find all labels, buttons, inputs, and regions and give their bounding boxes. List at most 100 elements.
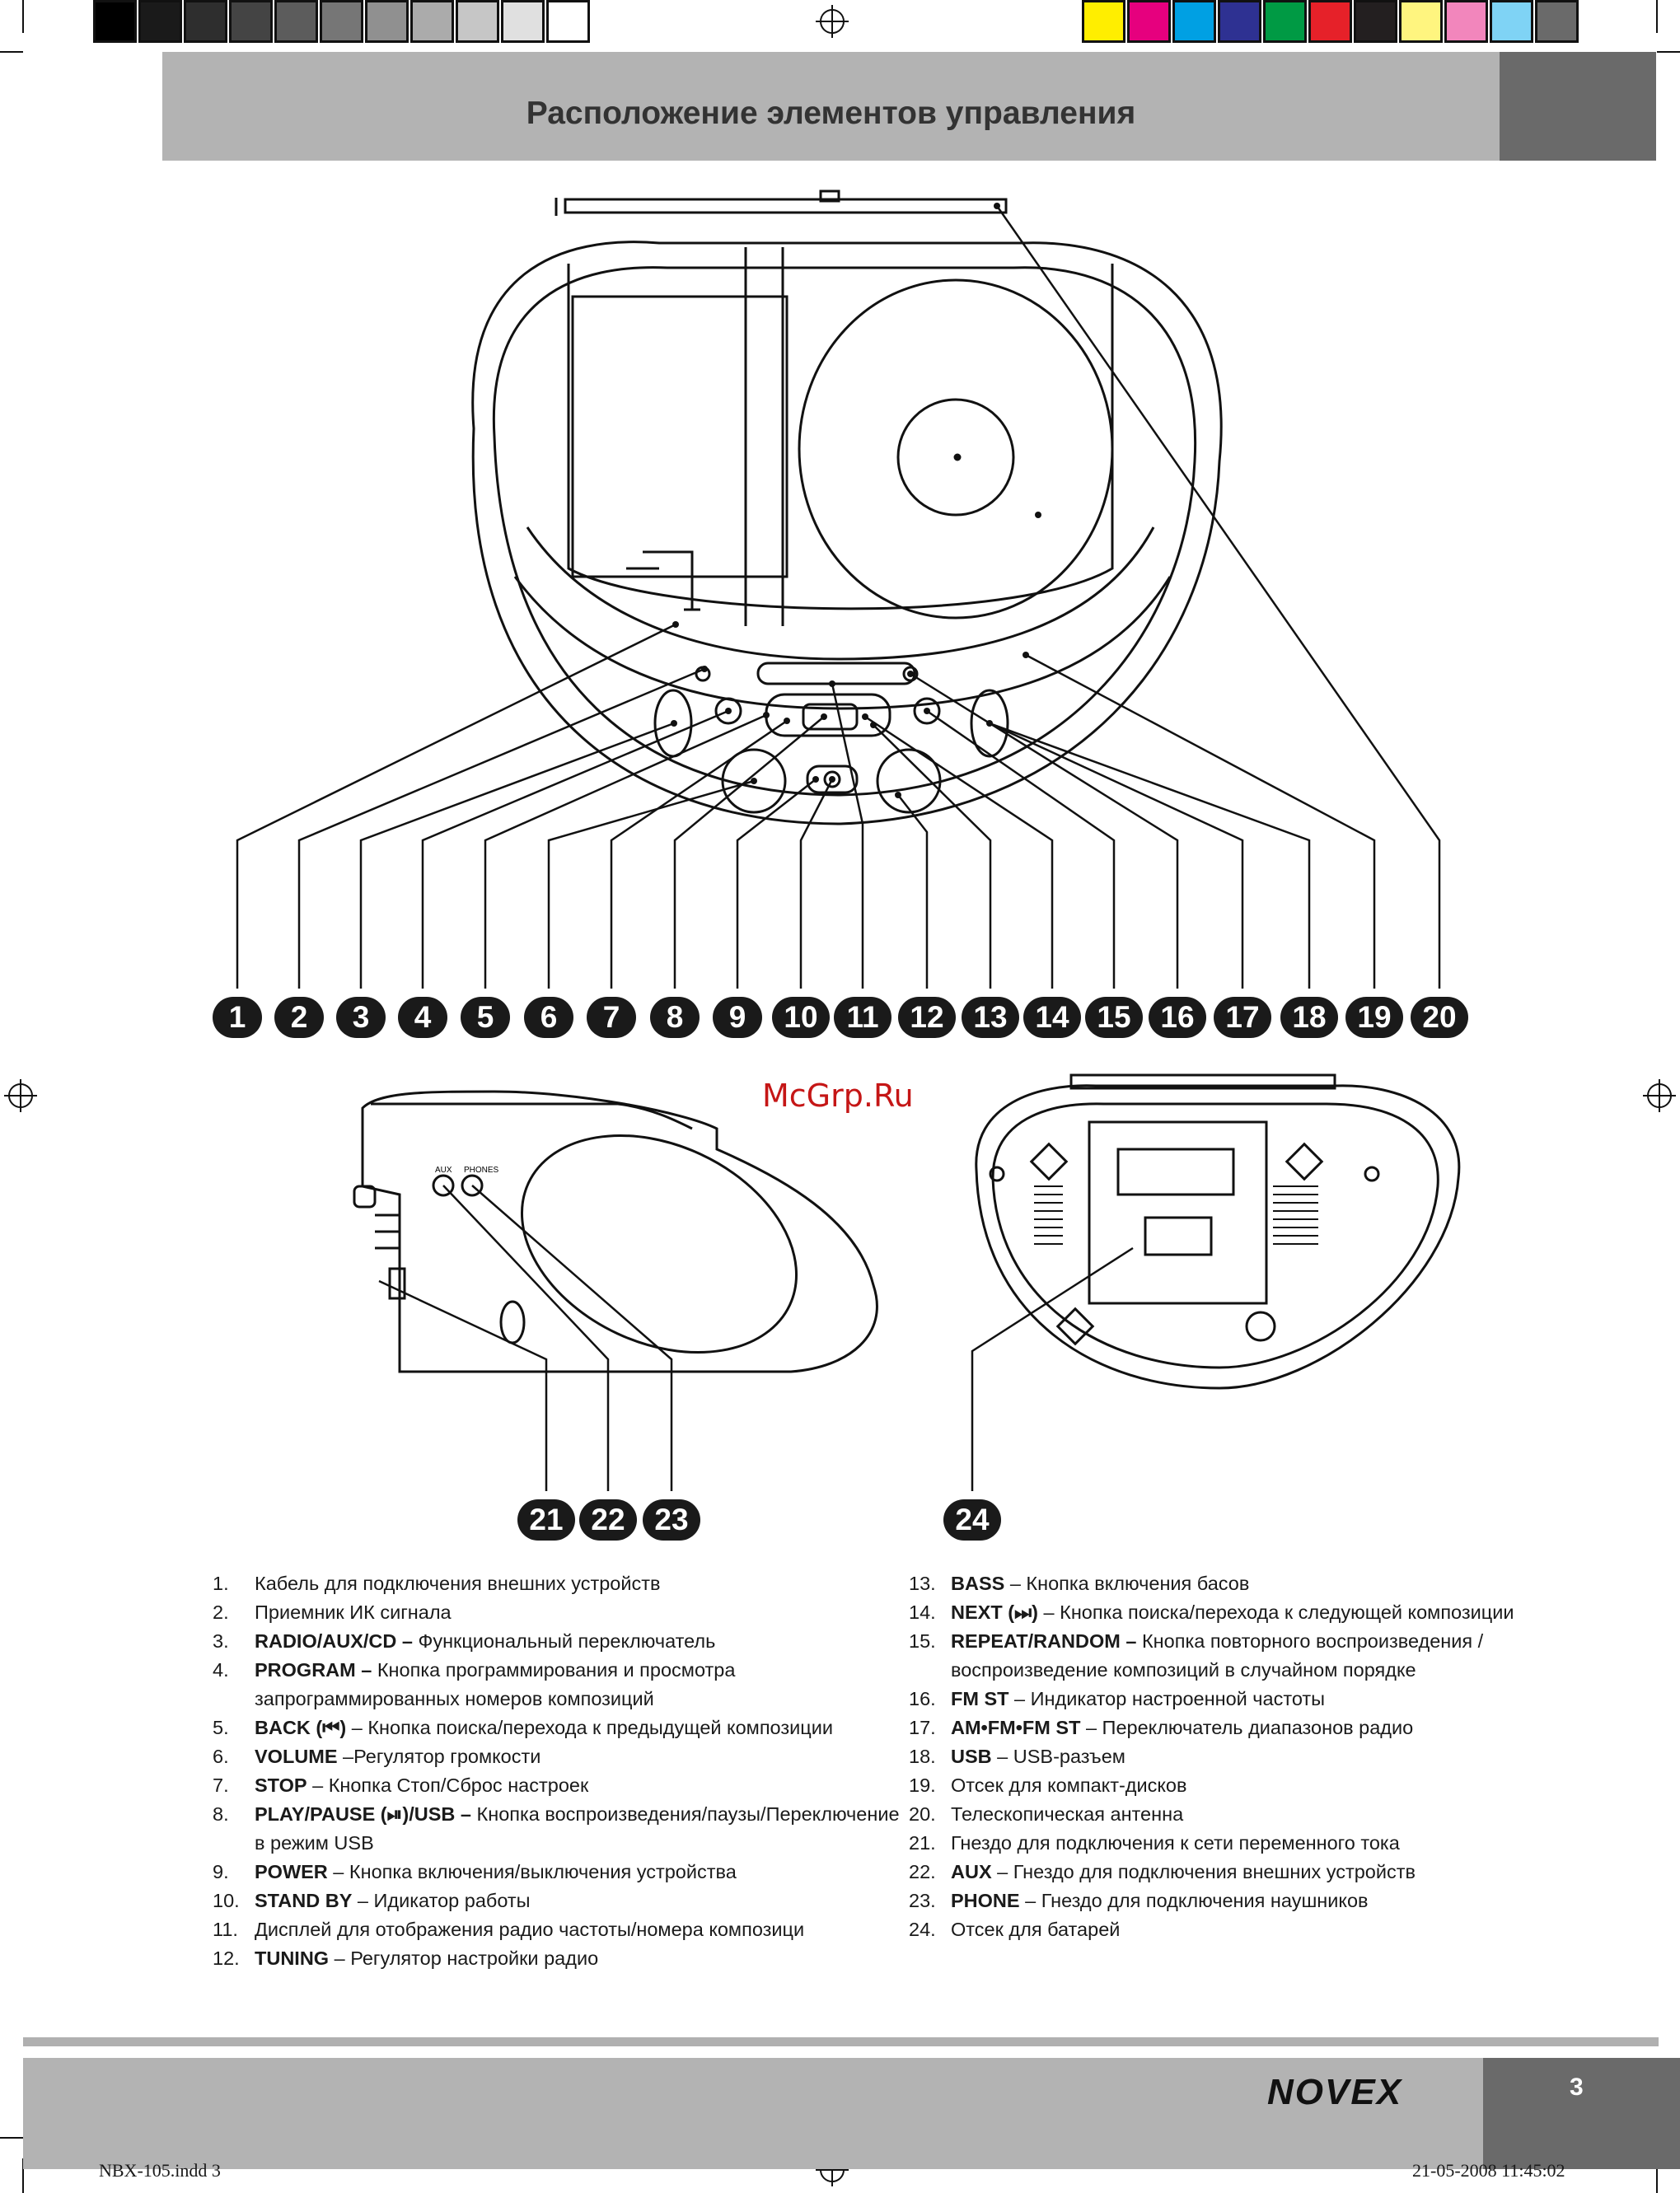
grayscale-calibration-bar bbox=[93, 0, 592, 48]
callout-badge-23: 23 bbox=[643, 1499, 700, 1541]
legend-description: – Кнопка поиска/перехода к предыдущей ко… bbox=[346, 1717, 833, 1738]
page-number: 3 bbox=[1570, 2074, 1584, 2101]
legend-description: – Кнопка Стоп/Сброс настроек bbox=[307, 1775, 589, 1796]
legend-key: AM•FM•FM ST bbox=[951, 1717, 1081, 1738]
calibration-swatch bbox=[229, 0, 273, 43]
legend-description: – USB-разъем bbox=[991, 1746, 1125, 1767]
legend-key: BASS bbox=[951, 1573, 1005, 1594]
legend-description: Гнездо для подключения к сети переменног… bbox=[951, 1832, 1400, 1854]
watermark: McGrp.Ru bbox=[762, 1078, 914, 1114]
legend-text: Приемник ИК сигнала bbox=[255, 1598, 905, 1627]
callout-badge-20: 20 bbox=[1411, 997, 1468, 1038]
callout-badge-14: 14 bbox=[1023, 997, 1081, 1038]
header-dark-block bbox=[1500, 52, 1656, 161]
legend-item: 4. PROGRAM – Кнопка программирования и пр… bbox=[213, 1656, 905, 1714]
legend-item: 7.STOP – Кнопка Стоп/Сброс настроек bbox=[213, 1771, 905, 1800]
legend-item: 10. STAND BY – Идикатор работы bbox=[213, 1887, 905, 1915]
antenna-rod bbox=[564, 198, 1008, 214]
display-window bbox=[756, 662, 916, 685]
legend-list-right: 13. BASS – Кнопка включения басов 14. NEXT … bbox=[909, 1569, 1519, 1944]
legend-description: – Кнопка включения басов bbox=[1004, 1573, 1250, 1594]
power-button-shape bbox=[806, 765, 859, 794]
callout-badge-1: 1 bbox=[213, 997, 262, 1038]
legend-key: REPEAT/RANDOM – bbox=[951, 1630, 1137, 1652]
legend-number: 4. bbox=[213, 1659, 229, 1681]
legend-text: PHONE – Гнездо для подключения наушников bbox=[951, 1887, 1519, 1915]
callout-badge-15: 15 bbox=[1085, 997, 1143, 1038]
legend-number: 24. bbox=[909, 1919, 936, 1940]
calibration-swatch bbox=[1218, 0, 1261, 43]
callout-badge-21: 21 bbox=[517, 1499, 575, 1541]
phones-jack bbox=[461, 1174, 484, 1197]
legend-number: 11. bbox=[213, 1919, 238, 1940]
color-calibration-bar bbox=[1082, 0, 1580, 48]
calibration-swatch bbox=[1535, 0, 1579, 43]
legend-number: 12. bbox=[213, 1948, 240, 1969]
callout-badge-5: 5 bbox=[461, 997, 510, 1038]
legend-number: 13. bbox=[909, 1573, 936, 1594]
legend-key: AUX bbox=[951, 1861, 992, 1882]
callout-badge-4: 4 bbox=[398, 997, 447, 1038]
legend-item: 22.AUX – Гнездо для подключения внешних … bbox=[909, 1858, 1519, 1887]
calibration-swatch bbox=[1263, 0, 1307, 43]
legend-text: Телескопическая антенна bbox=[951, 1800, 1519, 1829]
legend-item: 20.Телескопическая антенна bbox=[909, 1800, 1519, 1829]
callout-badge-19: 19 bbox=[1345, 997, 1403, 1038]
legend-text: AUX – Гнездо для подключения внешних уст… bbox=[951, 1858, 1519, 1887]
legend-item: 24.Отсек для батарей bbox=[909, 1915, 1519, 1944]
legend-item: 1.Кабель для подключения внешних устройс… bbox=[213, 1569, 905, 1598]
legend-item: 21.Гнездо для подключения к сети перемен… bbox=[909, 1829, 1519, 1858]
legend-item: 9.POWER – Кнопка включения/выключения ус… bbox=[213, 1858, 905, 1887]
repeat-button-shape bbox=[913, 697, 941, 725]
legend-description: Дисплей для отображения радио частоты/но… bbox=[255, 1919, 805, 1940]
callout-badge-9: 9 bbox=[713, 997, 762, 1038]
bottom-leader-line bbox=[971, 1246, 1134, 1491]
cd-disc bbox=[798, 278, 1114, 620]
legend-text: POWER – Кнопка включения/выключения устр… bbox=[255, 1858, 905, 1887]
calibration-swatch bbox=[138, 0, 182, 43]
calibration-swatch bbox=[1127, 0, 1171, 43]
legend-item: 12.TUNING – Регулятор настройки радио bbox=[213, 1944, 905, 1973]
legend-item: 8.PLAY/PAUSE (⏯)/USB – Кнопка воспроизве… bbox=[213, 1800, 905, 1858]
legend-key: STOP bbox=[255, 1775, 307, 1796]
legend-number: 1. bbox=[213, 1573, 229, 1594]
usb-slot bbox=[388, 1267, 406, 1300]
legend-text: REPEAT/RANDOM – Кнопка повторного воспро… bbox=[951, 1627, 1519, 1685]
legend-text: FM ST – Индикатор настроенной частоты bbox=[951, 1685, 1519, 1714]
legend-text: Дисплей для отображения радио частоты/но… bbox=[255, 1915, 905, 1944]
legend-description: – Гнездо для подключения наушников bbox=[1019, 1890, 1369, 1911]
legend-key: NEXT (⏭) bbox=[951, 1601, 1039, 1623]
legend-number: 8. bbox=[213, 1803, 229, 1825]
legend-description: Функциональный переключатель bbox=[412, 1630, 716, 1652]
legend-item: 5.BACK (⏮) – Кнопка поиска/перехода к пр… bbox=[213, 1714, 905, 1742]
legend-number: 3. bbox=[213, 1630, 229, 1652]
legend-key: FM ST bbox=[951, 1688, 1009, 1709]
calibration-swatch bbox=[1444, 0, 1488, 43]
calibration-swatch bbox=[320, 0, 363, 43]
legend-description: Кнопка повторного воспроизведения /воспр… bbox=[951, 1630, 1484, 1681]
legend-text: VOLUME –Регулятор громкости bbox=[255, 1742, 905, 1771]
ac-socket bbox=[353, 1185, 377, 1209]
legend-key: BACK (⏮) bbox=[255, 1717, 347, 1738]
calibration-swatch bbox=[501, 0, 545, 43]
legend-item: 14.NEXT (⏭) – Кнопка поиска/перехода к с… bbox=[909, 1598, 1519, 1627]
legend-number: 14. bbox=[909, 1601, 936, 1623]
callout-badge-7: 7 bbox=[587, 997, 636, 1038]
legend-description: –Регулятор громкости bbox=[337, 1746, 541, 1767]
legend-text: Гнездо для подключения к сети переменног… bbox=[951, 1829, 1519, 1858]
legend-number: 19. bbox=[909, 1775, 936, 1796]
footer-dark-block bbox=[1483, 2058, 1680, 2169]
legend-item: 13. BASS – Кнопка включения басов bbox=[909, 1569, 1519, 1598]
legend-description: – Гнездо для подключения внешних устройс… bbox=[991, 1861, 1416, 1882]
calibration-swatch bbox=[1308, 0, 1352, 43]
legend-key: VOLUME bbox=[255, 1746, 338, 1767]
legend-item: 11. Дисплей для отображения радио частоты… bbox=[213, 1915, 905, 1944]
legend-number: 16. bbox=[909, 1688, 936, 1709]
legend-text: Отсек для компакт-дисков bbox=[951, 1771, 1519, 1800]
legend-description: Кнопка программирования и просмотра запр… bbox=[255, 1659, 736, 1709]
display-panel bbox=[802, 703, 859, 731]
print-slug-timestamp: 21-05-2008 11:45:02 bbox=[1412, 2160, 1565, 2181]
side-label-aux: AUX bbox=[435, 1166, 452, 1175]
legend-key: PROGRAM – bbox=[255, 1659, 372, 1681]
